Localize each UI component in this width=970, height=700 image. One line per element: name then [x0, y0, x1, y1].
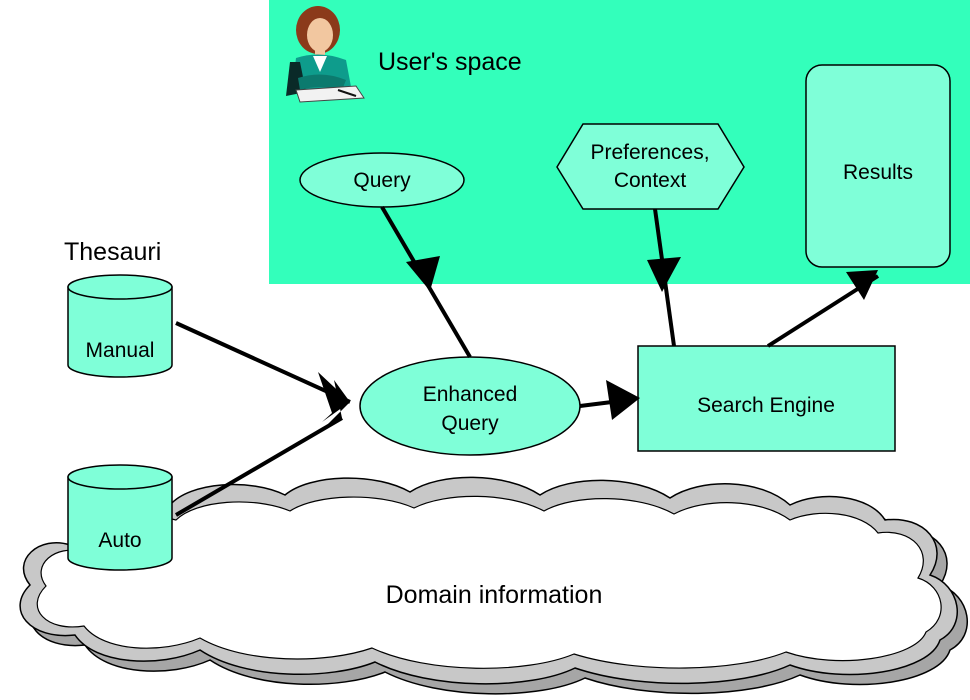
- arrow-manual-to-enhanced: [175, 321, 351, 422]
- manual-label: Manual: [86, 339, 155, 362]
- thesauri-label: Thesauri: [64, 238, 161, 266]
- enhanced-query-label-line1: Enhanced: [423, 383, 518, 406]
- preferences-label-line1: Preferences,: [590, 141, 709, 164]
- woman-at-desk-icon: [286, 6, 365, 103]
- domain-cloud[interactable]: [36, 495, 942, 669]
- arrow-enhanced-to-search-engine: [579, 380, 640, 420]
- auto-label: Auto: [98, 529, 141, 552]
- user-space-label: User's space: [378, 48, 522, 76]
- search-engine-box[interactable]: [637, 345, 896, 452]
- results-label: Results: [843, 161, 913, 184]
- auto-thesaurus-cylinder[interactable]: [67, 464, 173, 571]
- query-label: Query: [353, 169, 411, 192]
- domain-information-label: Domain information: [386, 581, 603, 609]
- arrow-search-engine-to-results: [766, 270, 880, 348]
- arrow-query-to-enhanced: [380, 205, 472, 359]
- search-engine-label: Search Engine: [697, 394, 835, 417]
- preferences-label-line2: Context: [614, 169, 687, 192]
- results-box[interactable]: [805, 64, 951, 268]
- preferences-context-node[interactable]: [556, 123, 745, 210]
- arrow-auto-to-enhanced: [174, 380, 350, 517]
- manual-thesaurus-cylinder[interactable]: [67, 274, 173, 378]
- enhanced-query-label-line2: Query: [441, 412, 499, 435]
- arrow-preferences-to-search-engine: [647, 208, 681, 347]
- enhanced-query-node[interactable]: [359, 356, 581, 456]
